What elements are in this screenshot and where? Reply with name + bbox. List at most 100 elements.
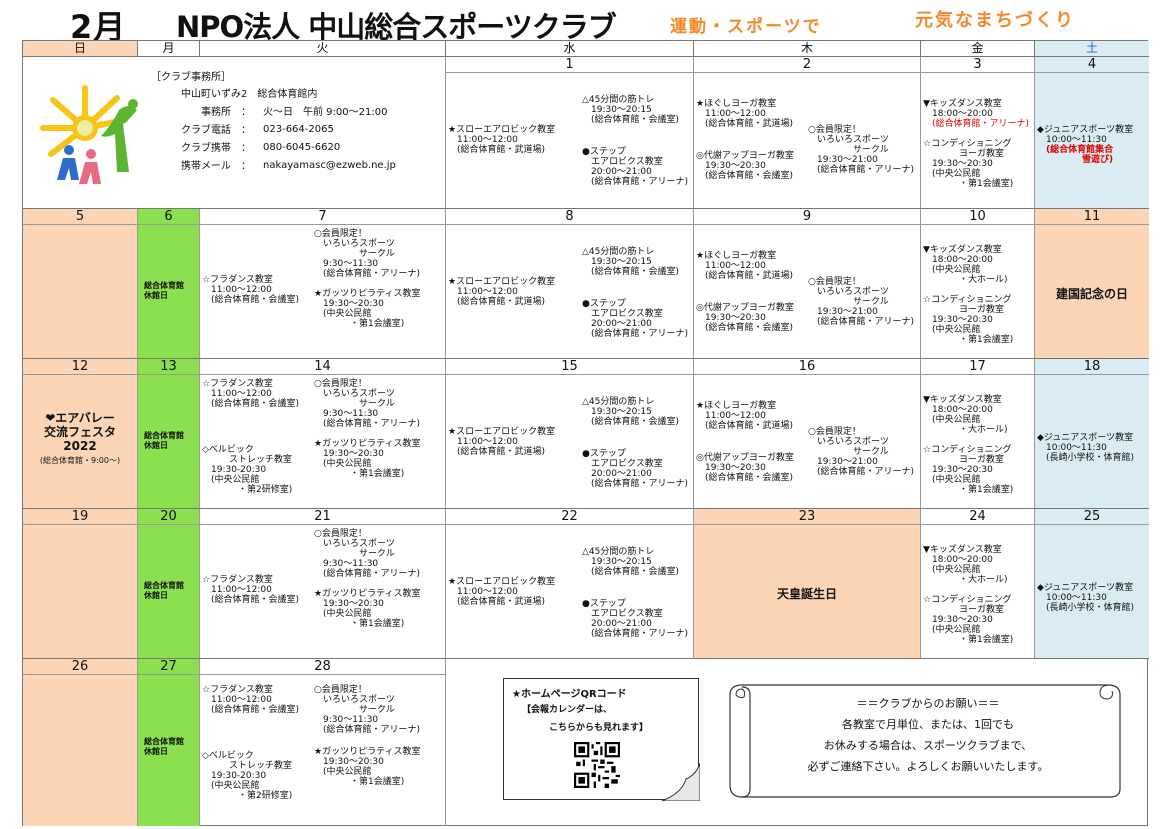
event-guts-pilates: ★ガッツりピラティス教室 19:30～20:30 (中央公民館 ・第1会議室) (314, 289, 421, 329)
office-mobile: 080-6045-6620 (263, 142, 341, 153)
day-number: 1 (446, 57, 694, 73)
event-junior: ◆ジュニアスポーツ教室 10:00～11:30 (長崎小学校・体育館) (1037, 583, 1135, 613)
event-daisha: ◎代謝アップヨーガ教室 19:30～20:30 (総合体育館・会議室) (696, 151, 794, 181)
dow-fri: 金 (921, 41, 1035, 57)
day-cell-1: ★スローエアロビック教室 11:00～12:00 (総合体育館・武道場) △45… (446, 73, 694, 209)
day-cell-25: ◆ジュニアスポーツ教室 10:00～11:30 (長崎小学校・体育館) (1035, 525, 1149, 659)
event-kintore: △45分間の筋トレ 19:30～20:15 (総合体育館・会議室) (582, 547, 680, 577)
day-number: 19 (23, 509, 138, 525)
day-number: 28 (200, 659, 446, 675)
day-number: 14 (200, 359, 446, 375)
event-kaiin: ○会員限定！ いろいろスポーツ サークル 19:30～21:00 (総合体育館・… (808, 125, 915, 175)
day-cell-6: 総合体育館 休館日 (138, 225, 200, 359)
event-hogushi: ★ほぐしヨーガ教室 11:00～12:00 (総合体育館・武道場) (696, 99, 794, 129)
day-cell-28: ☆フラダンス教室 11:00～12:00 (総合体育館・会議室) ◇ベルビック … (200, 675, 446, 826)
page-curl-icon (661, 763, 700, 801)
page-header: 2月 NPO法人 中山総合スポーツクラブ 運動・スポーツで 元気なまちづくり (0, 0, 1170, 46)
event-aerobic: ★スローエアロビック教室 11:00～12:00 (総合体育館・武道場) (448, 277, 556, 307)
day-number: 24 (921, 509, 1035, 525)
day-number: 20 (138, 509, 200, 525)
event-kintore: △45分間の筋トレ 19:30～20:15 (総合体育館・会議室) (582, 397, 680, 427)
day-cell-11: 建国記念の日 (1035, 225, 1149, 359)
event-kaiin: ○会員限定！ いろいろスポーツ サークル 9:30～11:30 (総合体育館・ア… (314, 685, 421, 735)
closed-label: 総合体育館 休館日 (144, 737, 184, 756)
event-hula: ☆フラダンス教室 11:00～12:00 (総合体育館・会議室) (202, 275, 300, 305)
day-number: 18 (1035, 359, 1149, 375)
event-conditioning: ☆コンディショニング ヨーガ教室 19:30～20:30 (中央公民館 ・第1会… (923, 139, 1014, 189)
club-title: NPO法人 中山総合スポーツクラブ (176, 10, 617, 44)
scroll-frame-icon (729, 684, 1121, 798)
event-airvolley: ❤エアバレー 交流フェスタ 2022 (43, 411, 116, 453)
calendar: 日 月 火 水 木 金 土 ［クラブ事務所］ 中山町いずみ2 総合体育館内 (22, 40, 1149, 826)
day-cell-18: ◆ジュニアスポーツ教室 10:00～11:30 (長崎小学校・体育館) (1035, 375, 1149, 509)
event-junior-place: (総合体育館集合 雪遊び) (1046, 145, 1114, 165)
event-aerobic: ★スローエアロビック教室 11:00～12:00 (総合体育館・武道場) (448, 125, 556, 155)
event-kids-dance-place: (総合体育館・アリーナ) (923, 119, 1030, 129)
office-tel: 023-664-2065 (263, 124, 334, 135)
day-cell-5 (23, 225, 138, 359)
event-guts-pilates: ★ガッツりピラティス教室 19:30～20:30 (中央公民館 ・第1会議室) (314, 747, 421, 787)
event-kids-dance: ▼キッズダンス教室 18:00～20:00 (中央公民館 ・大ホール) (923, 245, 1008, 285)
day-number: 11 (1035, 209, 1149, 225)
event-kids-dance: ▼キッズダンス教室 18:00～20:00 (中央公民館 ・大ホール) (923, 395, 1008, 435)
office-mobile-label: クラブ携帯 ： (181, 143, 251, 154)
dow-wed: 水 (446, 41, 694, 57)
day-number: 27 (138, 659, 200, 675)
day-number: 17 (921, 359, 1035, 375)
qr-code-icon[interactable] (574, 742, 620, 788)
event-junior: ◆ジュニアスポーツ教室 10:00～11:30 (1037, 125, 1134, 145)
day-number: 22 (446, 509, 694, 525)
event-kaiin: ○会員限定！ いろいろスポーツ サークル 9:30～11:30 (総合体育館・ア… (314, 379, 421, 429)
event-step: ●ステップ エアロビクス教室 20:00～21:00 (総合体育館・アリーナ) (582, 299, 689, 339)
holiday-label: 天皇誕生日 (776, 587, 837, 601)
event-bell-stretch: ◇ベルビック ストレッチ教室 19:30-20:30 (中央公民館 ・第2研修室… (202, 445, 293, 495)
day-cell-4: ◆ジュニアスポーツ教室 10:00～11:30 (総合体育館集合 雪遊び) (1035, 73, 1149, 209)
day-number: 26 (23, 659, 138, 675)
event-conditioning: ☆コンディショニング ヨーガ教室 19:30～20:30 (中央公民館 ・第1会… (923, 595, 1014, 645)
day-cell-13: 総合体育館 休館日 (138, 375, 200, 509)
dow-tue: 火 (200, 41, 446, 57)
day-cell-15: ★スローエアロビック教室 11:00～12:00 (総合体育館・武道場) △45… (446, 375, 694, 509)
holiday-label: 建国記念の日 (1055, 287, 1128, 301)
notice-scroll: ＝＝クラブからのお願い＝＝ 各教室で月単位、または、1回でも お休みする場合は、… (728, 673, 1124, 803)
closed-label: 総合体育館 休館日 (144, 281, 184, 300)
qr-note: ★ホームページQRコード 【会報カレンダーは、 こちらからも見れます】 (503, 678, 700, 801)
event-step: ●ステップ エアロビクス教室 20:00～21:00 (総合体育館・アリーナ) (582, 599, 689, 639)
day-number: 4 (1035, 57, 1149, 73)
event-hula: ☆フラダンス教室 11:00～12:00 (総合体育館・会議室) (202, 575, 300, 605)
day-cell-9: ★ほぐしヨーガ教室 11:00～12:00 (総合体育館・武道場) ◎代謝アップ… (694, 225, 921, 359)
office-mail-label: 携帯メール ： (181, 161, 251, 172)
event-step: ●ステップ エアロビクス教室 20:00～21:00 (総合体育館・アリーナ) (582, 449, 689, 489)
dow-mon: 月 (138, 41, 200, 57)
event-kaiin: ○会員限定！ いろいろスポーツ サークル 19:30～21:00 (総合体育館・… (808, 427, 915, 477)
month-title: 2月 (70, 8, 127, 46)
day-cell-14: ☆フラダンス教室 11:00～12:00 (総合体育館・会議室) ◇ベルビック … (200, 375, 446, 509)
day-cell-26 (23, 675, 138, 826)
event-kaiin: ○会員限定！ いろいろスポーツ サークル 19:30～21:00 (総合体育館・… (808, 277, 915, 327)
event-daisha: ◎代謝アップヨーガ教室 19:30～20:30 (総合体育館・会議室) (696, 303, 794, 333)
event-daisha: ◎代謝アップヨーガ教室 19:30～20:30 (総合体育館・会議室) (696, 453, 794, 483)
office-address: 中山町いずみ2 総合体育館内 (181, 89, 318, 100)
day-cell-23: 天皇誕生日 (694, 525, 921, 659)
office-hours-label: 事務所 ： (201, 107, 251, 118)
event-conditioning: ☆コンディショニング ヨーガ教室 19:30～20:30 (中央公民館 ・第1会… (923, 295, 1014, 345)
event-kids-dance: ▼キッズダンス教室 18:00～20:00 (923, 99, 1002, 119)
day-number: 16 (694, 359, 921, 375)
event-airvolley-place: (総合体育館・9:00～) (39, 456, 121, 465)
event-guts-pilates: ★ガッツりピラティス教室 19:30～20:30 (中央公民館 ・第1会議室) (314, 589, 421, 629)
day-number: 6 (138, 209, 200, 225)
slogan-1: 運動・スポーツで (670, 17, 822, 37)
qr-title: ★ホームページQRコード (512, 689, 627, 700)
dow-thu: 木 (694, 41, 921, 57)
day-cell-3: ▼キッズダンス教室 18:00～20:00 (総合体育館・アリーナ) ☆コンディ… (921, 73, 1035, 209)
event-guts-pilates: ★ガッツりピラティス教室 19:30～20:30 (中央公民館 ・第1会議室) (314, 439, 421, 479)
day-cell-10: ▼キッズダンス教室 18:00～20:00 (中央公民館 ・大ホール) ☆コンデ… (921, 225, 1035, 359)
event-kintore: △45分間の筋トレ 19:30～20:15 (総合体育館・会議室) (582, 95, 680, 125)
day-cell-2: ★ほぐしヨーガ教室 11:00～12:00 (総合体育館・武道場) ◎代謝アップ… (694, 73, 921, 209)
office-tel-label: クラブ電話 ： (181, 125, 251, 136)
day-number: 15 (446, 359, 694, 375)
day-number: 25 (1035, 509, 1149, 525)
day-number: 3 (921, 57, 1035, 73)
day-number: 13 (138, 359, 200, 375)
day-cell-16: ★ほぐしヨーガ教室 11:00～12:00 (総合体育館・武道場) ◎代謝アップ… (694, 375, 921, 509)
